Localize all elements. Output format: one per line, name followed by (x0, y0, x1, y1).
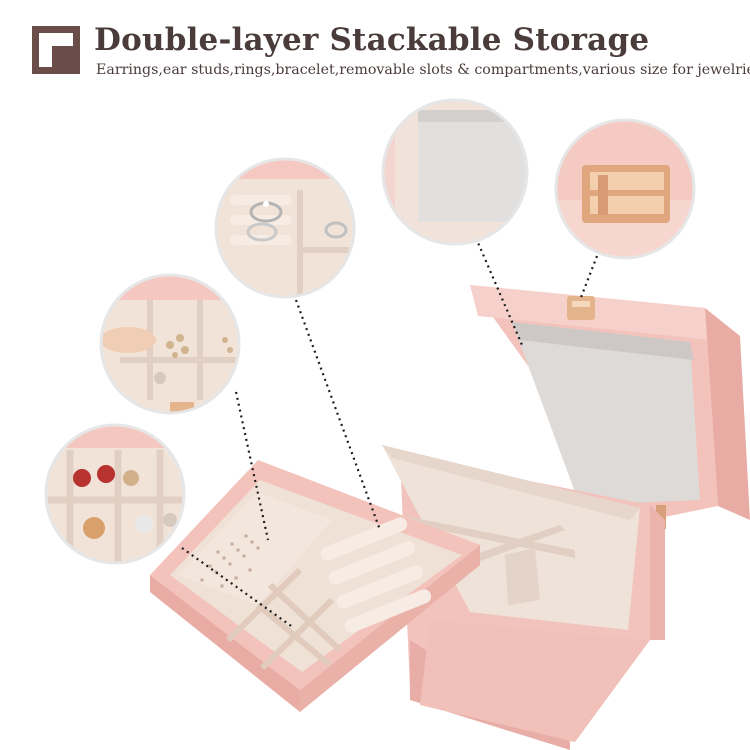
stud-holes (200, 534, 260, 588)
callout-lines (181, 237, 599, 629)
tray-compartments (225, 567, 343, 671)
detail-circle-clasp (554, 118, 696, 260)
page-subtitle: Earrings,ear studs,rings,bracelet,remova… (96, 62, 750, 78)
jewelry-tray-top (150, 460, 480, 712)
detail-circle-earrings (44, 423, 186, 565)
jewelry-box-main (382, 285, 750, 750)
detail-circle-mirror (381, 98, 529, 246)
detail-circle-necklace (99, 273, 241, 415)
detail-circle-rings (214, 157, 356, 299)
lid-mirror (512, 322, 700, 503)
ring-rolls (320, 517, 432, 633)
stud-panel (178, 492, 332, 605)
header-square-icon (32, 26, 80, 74)
lid-clasp (567, 296, 595, 320)
page-title: Double-layer Stackable Storage (94, 22, 650, 58)
